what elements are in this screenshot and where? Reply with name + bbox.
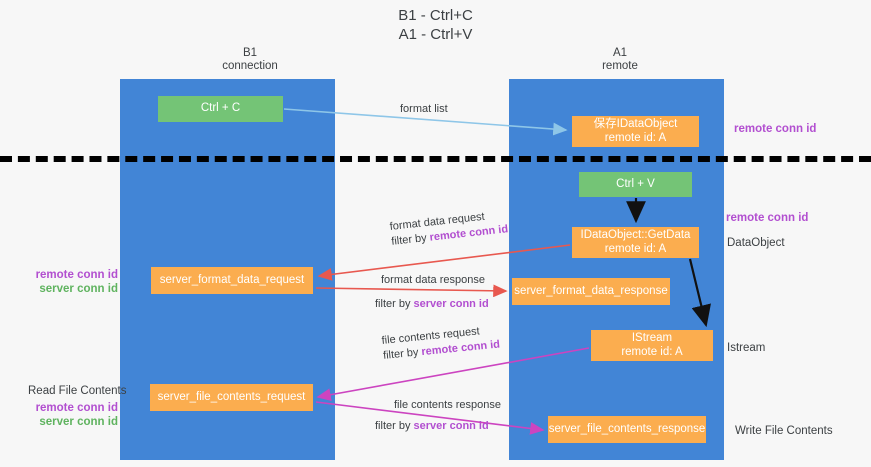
node-idataobject-getdata[interactable]: IDataObject::GetData remote id: A: [572, 227, 699, 258]
edge-label-format-data-response: format data response: [381, 274, 485, 286]
side-label-remote-conn-id-mid: remote conn id: [726, 212, 809, 224]
edge-label-file-contents-response-filter: filter by server conn id: [375, 420, 489, 432]
side-label-left-server-conn-id: server conn id: [39, 283, 118, 295]
node-ctrl-v[interactable]: Ctrl + V: [579, 172, 692, 197]
page-title: B1 - Ctrl+C A1 - Ctrl+V: [398, 7, 473, 43]
side-label-left-conn-ids-2: remote conn id server conn id: [22, 401, 118, 429]
node-ctrl-c[interactable]: Ctrl + C: [158, 96, 283, 122]
node-server-format-data-request[interactable]: server_format_data_request: [151, 267, 313, 294]
node-idataobject[interactable]: 保存IDataObject remote id: A: [572, 116, 699, 147]
node-server-format-data-response[interactable]: server_format_data_response: [512, 278, 670, 305]
column-header-a1: A1 remote: [602, 47, 638, 72]
node-istream[interactable]: IStream remote id: A: [591, 330, 713, 361]
edge-label-file-contents-request: file contents request filter by remote c…: [381, 323, 501, 364]
edge-label-format-data-request: format data request filter by remote con…: [389, 207, 509, 249]
node-server-file-contents-request[interactable]: server_file_contents_request: [150, 384, 313, 411]
side-label-write-file-contents: Write File Contents: [735, 425, 833, 437]
side-label-left-remote-conn-id: remote conn id: [35, 269, 118, 281]
edge-label-format-list: format list: [400, 103, 448, 115]
edge-label-format-data-response-filter: filter by server conn id: [375, 298, 489, 310]
edge-label-file-contents-response: file contents response: [394, 399, 502, 411]
edge-format-data-response: [315, 284, 508, 298]
column-header-b1: B1 connection: [222, 47, 278, 72]
side-label-left-server-conn-id-2: server conn id: [39, 416, 118, 428]
phase-divider: [0, 156, 871, 162]
side-label-left-conn-ids: remote conn id server conn id: [22, 268, 118, 296]
side-label-remote-conn-id-top: remote conn id: [734, 123, 817, 135]
side-label-left-remote-conn-id-2: remote conn id: [35, 402, 118, 414]
side-label-istream: Istream: [727, 342, 766, 354]
node-server-file-contents-response[interactable]: server_file_contents_response: [548, 416, 706, 443]
side-label-read-file-contents: Read File Contents: [28, 385, 127, 397]
side-label-dataobject: DataObject: [727, 237, 785, 249]
